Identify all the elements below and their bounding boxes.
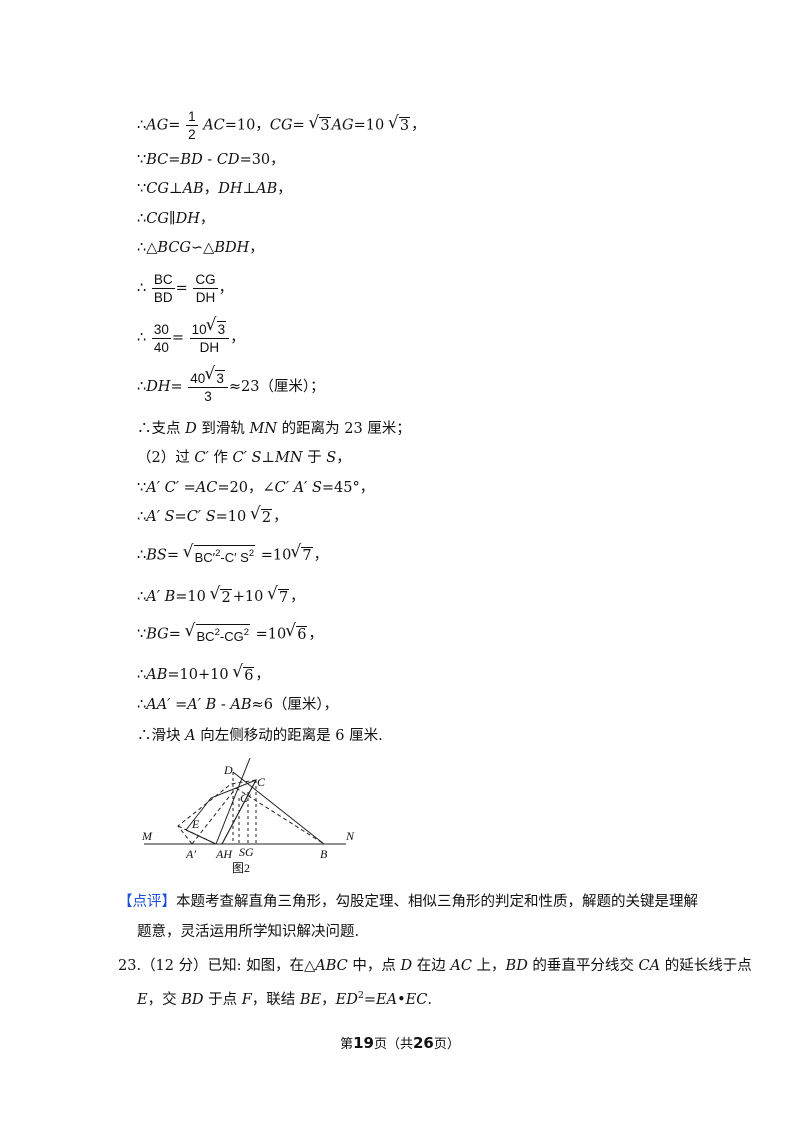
sqrt: 7 <box>290 542 313 565</box>
geometry-figure: D C C′ E M N A′ AH SG B 图2 <box>141 758 355 875</box>
comment-label: 【点评】 <box>118 894 176 910</box>
rectangle-dashed <box>177 779 257 845</box>
sqrt: 3 <box>308 113 331 136</box>
solution-line-15: ∵BG= BC2-CG2 =106， <box>137 621 323 645</box>
sqrt: 3 <box>206 317 227 338</box>
figure-caption: 图2 <box>232 861 250 875</box>
page-total: 26 <box>413 1034 434 1052</box>
page-number: 19 <box>353 1034 374 1052</box>
label-a-prime: A′ <box>185 847 196 861</box>
comment-paragraph-cont: 题意，灵活运用所学知识解决问题. <box>137 924 360 940</box>
segment-db <box>232 771 325 845</box>
sqrt: 2 <box>209 584 232 607</box>
label-c-prime: C′ <box>240 791 251 805</box>
solution-line-3: ∵CG⊥AB，DH⊥AB， <box>137 181 292 197</box>
comment-paragraph: 【点评】本题考查解直角三角形，勾股定理、相似三角形的判定和性质，解题的关键是理解 <box>118 894 698 910</box>
label-a-h: AH <box>215 847 233 861</box>
label-m: M <box>141 829 153 843</box>
solution-line-5: ∴△BCG∽△BDH， <box>137 240 264 256</box>
problem-23: 23.（12 分）已知: 如图，在△ABC 中，点 D 在边 AC 上，BD 的… <box>118 958 752 974</box>
problem-23-cont: E，交 BD 于点 F，联结 BE，ED2=EA•EC. <box>137 990 432 1008</box>
solution-line-17: ∴AA′ =A′ B - AB≈6（厘米）， <box>137 697 339 713</box>
label-s-g: SG <box>239 845 254 859</box>
label-b: B <box>320 847 328 861</box>
solution-line-14: ∴A′ B=10 2+10 7， <box>137 584 305 607</box>
sqrt: 3 <box>204 366 225 387</box>
sqrt: 3 <box>388 113 411 136</box>
sqrt: 7 <box>267 584 290 607</box>
sqrt: 2 <box>250 504 273 527</box>
fraction: 4033 <box>188 366 228 405</box>
label-e: E <box>191 817 200 831</box>
sqrt: 6 <box>232 662 255 685</box>
solution-line-8: ∴DH= 4033≈23（厘米）； <box>137 366 325 405</box>
label-d: D <box>223 763 233 777</box>
sqrt: BC′2-C′ S2 <box>183 542 256 566</box>
solution-line-4: ∴CG∥DH， <box>137 211 215 227</box>
solution-line-2: ∵BC=BD - CD=30， <box>137 152 285 168</box>
solution-line-18: ∴滑块 A 向左侧移动的距离是 6 厘米. <box>137 728 383 744</box>
fraction: 103DH <box>189 317 230 356</box>
sqrt: BC2-CG2 <box>185 621 251 645</box>
solution-line-13: ∴BS= BC′2-C′ S2 =107， <box>137 542 328 566</box>
solution-line-16: ∴AB=10+10 6， <box>137 662 270 685</box>
solution-line-10: （2）过 C′ 作 C′ S⊥MN 于 S， <box>137 450 351 466</box>
solution-line-11: ∵A′ C′ =AC=20，∠C′ A′ S=45°， <box>137 480 375 496</box>
page-footer: 第19页（共26页） <box>340 1034 460 1052</box>
label-n: N <box>345 829 355 843</box>
solution-line-9: ∴支点 D 到滑轨 MN 的距离为 23 厘米； <box>137 421 411 437</box>
solution-line-12: ∴A′ S=C′ S=10 2， <box>137 504 288 527</box>
label-c: C <box>257 775 266 789</box>
solution-line-1: ∴AG= 12 AC=10，CG= 3AG=10 3， <box>137 108 426 143</box>
strut-ad <box>215 758 251 845</box>
sqrt: 6 <box>285 621 308 644</box>
